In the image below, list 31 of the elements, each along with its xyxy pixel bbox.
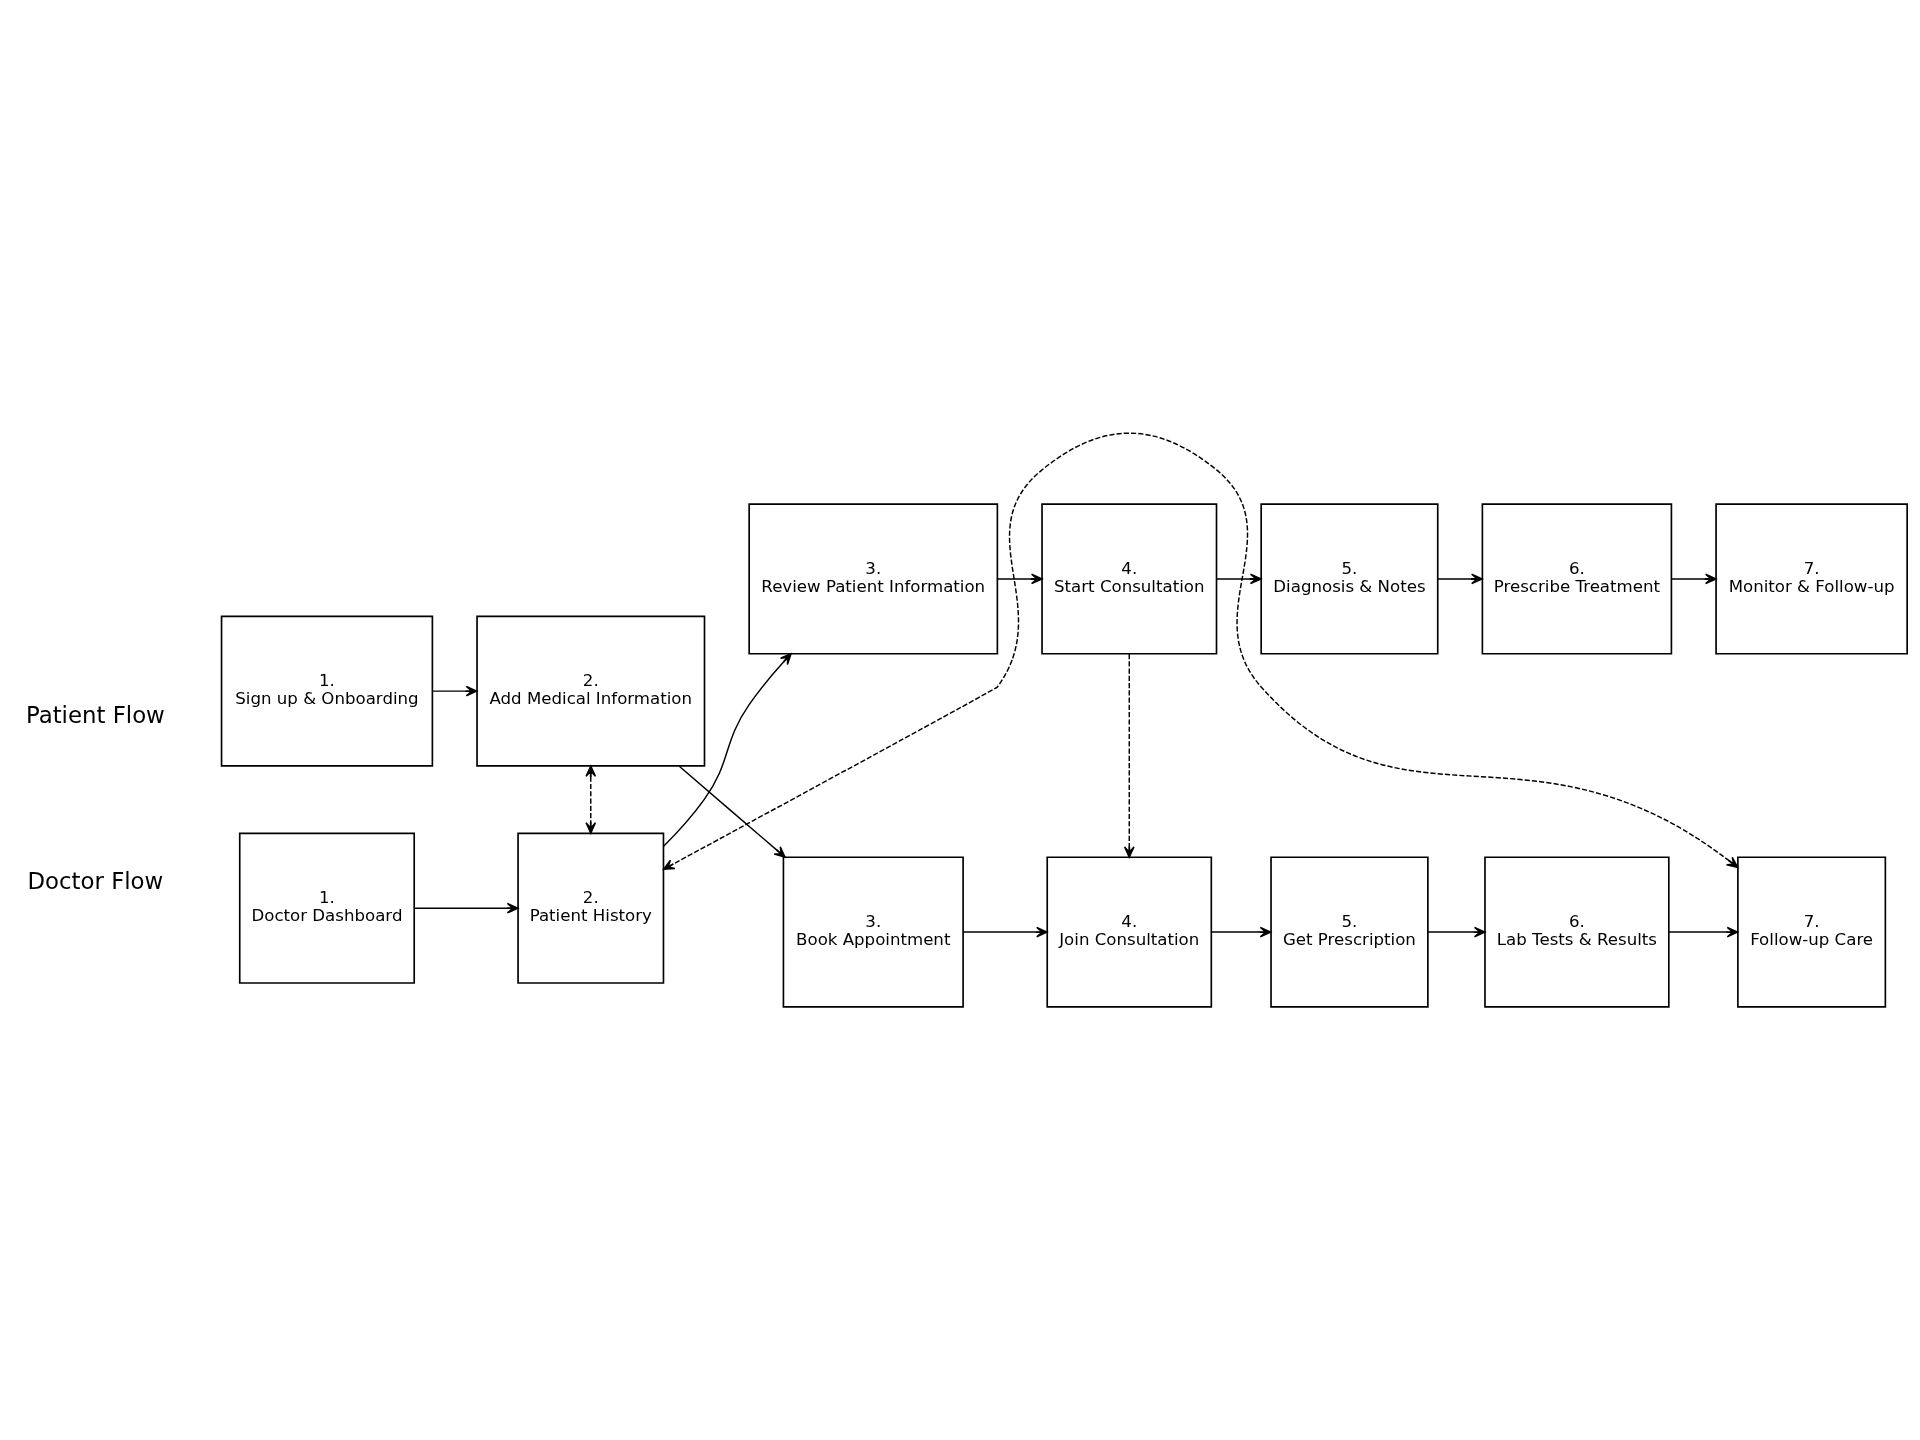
node-box: 3. Book Appointment xyxy=(782,856,964,1008)
node-box: 2. Add Medical Information xyxy=(475,615,705,767)
arrow xyxy=(677,765,786,858)
arrow xyxy=(1436,573,1483,585)
node-box: 4. Start Consultation xyxy=(1040,503,1217,655)
node-box: 7. Monitor & Follow-up xyxy=(1714,503,1908,655)
label: Patient Flow xyxy=(25,701,165,728)
node-box: 2. Patient History xyxy=(516,832,664,984)
node-box: 7. Follow-up Care xyxy=(1736,856,1886,1008)
node-box: 5. Diagnosis & Notes xyxy=(1259,503,1439,655)
arrow xyxy=(1670,573,1717,585)
arrow xyxy=(431,685,477,697)
arrow xyxy=(1667,926,1738,938)
arrow xyxy=(584,765,596,834)
arrow xyxy=(1426,926,1486,938)
arrow xyxy=(1210,926,1271,938)
arrow xyxy=(1215,573,1262,585)
node-box: 5. Get Prescription xyxy=(1269,856,1429,1008)
arrow xyxy=(1123,653,1135,858)
node-box: 4. Join Consultation xyxy=(1045,856,1212,1008)
arrow xyxy=(662,432,1738,871)
arrow xyxy=(662,653,792,848)
arrow xyxy=(961,926,1048,938)
node-box: 6. Lab Tests & Results xyxy=(1483,856,1670,1008)
arrow xyxy=(996,573,1043,585)
node-box: 3. Review Patient Information xyxy=(747,503,998,655)
arrow xyxy=(413,902,519,914)
node-box: 1. Sign up & Onboarding xyxy=(220,615,433,767)
label: Doctor Flow xyxy=(26,868,163,895)
node-box: 1. Doctor Dashboard xyxy=(238,832,415,984)
node-box: 6. Prescribe Treatment xyxy=(1481,503,1672,655)
